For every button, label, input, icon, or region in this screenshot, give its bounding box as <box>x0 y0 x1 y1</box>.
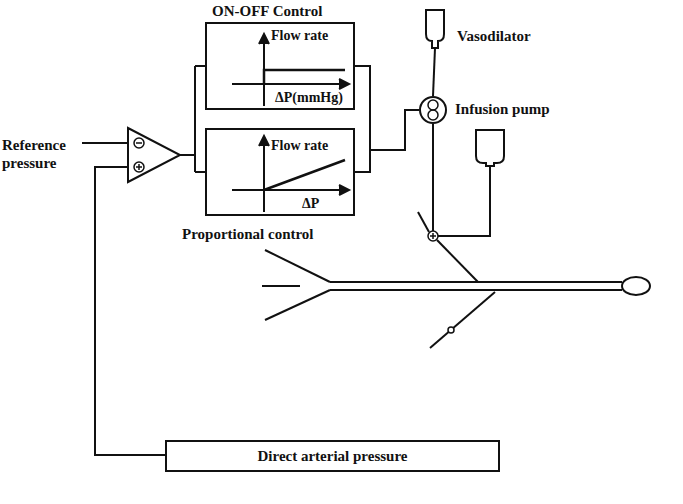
split-wire <box>195 171 205 173</box>
split-wire <box>195 65 205 67</box>
axis-label: ΔP <box>302 196 319 212</box>
proportional-control-box: Flow rateΔPProportional control <box>205 128 355 216</box>
blood-vessel <box>262 250 650 320</box>
axis-label: Flow rate <box>271 28 328 44</box>
vasodilator-bottle: Vasodilator <box>424 8 446 48</box>
feedback-wire <box>95 167 165 455</box>
node-heading: ON-OFF Control <box>212 3 322 19</box>
on-off-control-box: ON-OFF ControlFlow rateΔP(mmHg) <box>205 22 355 110</box>
signal-connector <box>355 66 419 150</box>
carrier-tube <box>438 166 490 236</box>
infusion-pump: Infusion pump <box>419 96 447 124</box>
pump-outline <box>419 96 447 124</box>
node-heading: Proportional control <box>182 226 314 242</box>
minus-input <box>134 138 144 148</box>
output-wire <box>180 154 195 156</box>
node-heading: Vasodilator <box>457 28 531 44</box>
node-heading: Direct arterial pressure <box>258 448 408 464</box>
pressure-monitor-box: Direct arterial pressure <box>165 440 500 472</box>
comparator-amplifier <box>128 128 180 182</box>
catheter <box>437 240 478 282</box>
axis-label: ΔP(mmHg) <box>275 90 343 106</box>
stopcock <box>448 327 454 333</box>
carrier-bottle <box>476 130 504 166</box>
bottle-outline <box>424 8 446 48</box>
axis-label: Flow rate <box>271 138 328 154</box>
reference-wire <box>82 142 128 144</box>
infusion-tube <box>432 124 434 231</box>
signal-connector <box>355 110 419 172</box>
arterial-line <box>430 292 495 348</box>
signal-connector <box>433 48 435 96</box>
signal-label: Reference pressure <box>2 136 80 172</box>
junction <box>428 231 438 241</box>
split-wire <box>194 66 196 172</box>
node-heading: Infusion pump <box>455 101 550 117</box>
catheter <box>418 212 429 232</box>
plus-input <box>134 162 144 172</box>
